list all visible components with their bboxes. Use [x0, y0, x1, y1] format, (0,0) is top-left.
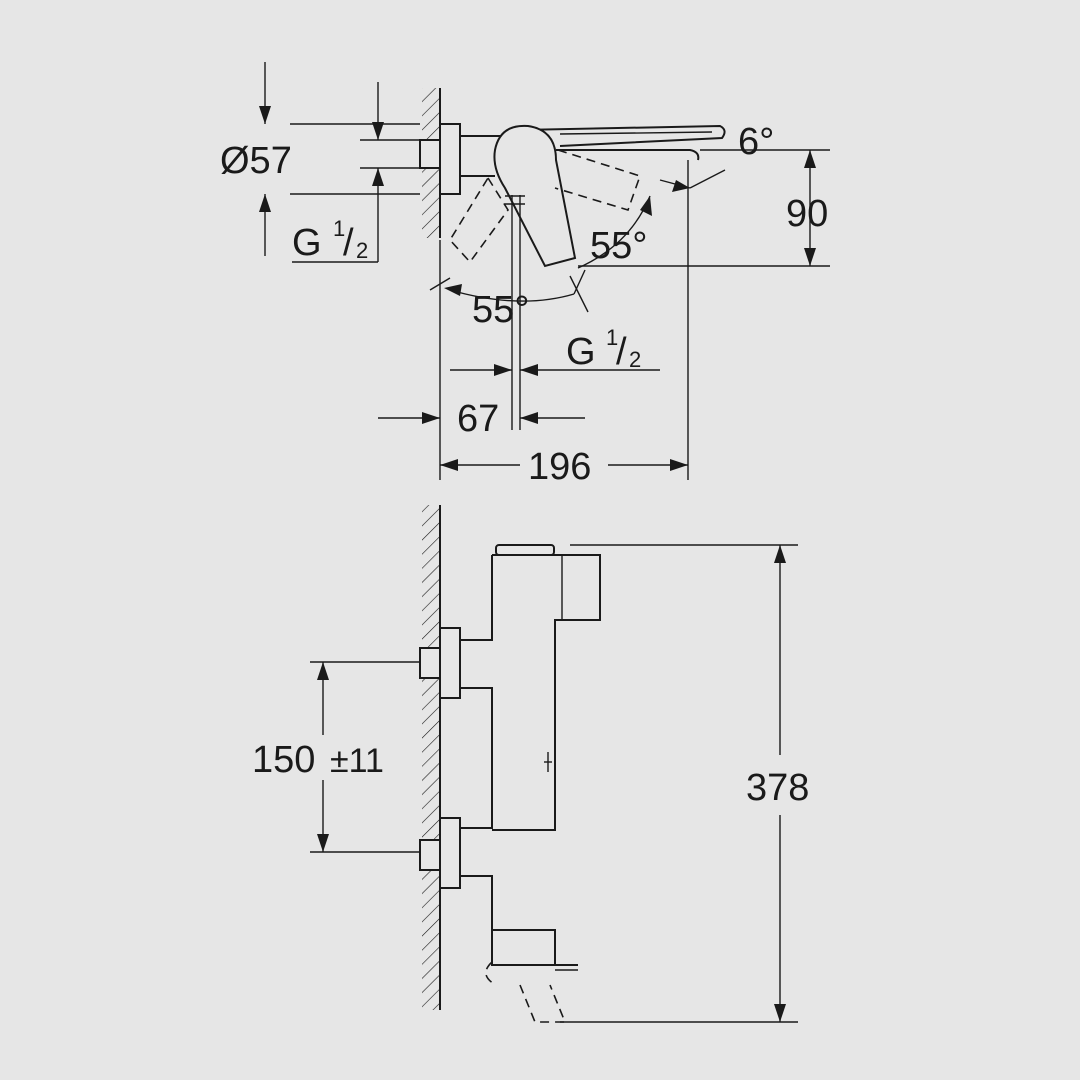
lower-connector — [419, 812, 493, 910]
bottom-spout — [485, 910, 578, 1023]
wall-mount-top — [419, 123, 520, 195]
dimension-depth-196: 196 — [440, 446, 688, 488]
outlet-thread-num: 1 — [606, 325, 618, 350]
lever-angle-a-label: 55° — [590, 225, 647, 267]
dimension-diameter: Ø57 — [220, 62, 292, 256]
height-90-label: 90 — [786, 193, 828, 235]
diameter-label: Ø57 — [220, 140, 292, 182]
dimension-lever-angle-b: 55° — [429, 269, 589, 331]
inlet-thread-num: 1 — [333, 216, 345, 241]
dimension-centers-150: 150 ±11 — [252, 662, 384, 852]
centers-150-label: 150 — [252, 739, 315, 781]
dimension-offset-67: 67 — [378, 398, 585, 440]
inlet-thread-g: G — [292, 222, 322, 264]
height-378-label: 378 — [746, 767, 809, 809]
outlet-thread-g: G — [566, 331, 596, 373]
lever-top — [493, 124, 577, 300]
dimension-height-90: 90 — [786, 150, 828, 266]
extension-lines-side — [310, 544, 798, 1023]
tilt-angle-label: 6° — [738, 121, 774, 163]
inlet-thread-den: 2 — [356, 238, 368, 263]
offset-67-label: 67 — [457, 398, 499, 440]
top-view: Ø57 G 1 / 2 6° 90 — [220, 62, 830, 488]
upper-connector — [419, 620, 493, 700]
side-view: 150 ±11 378 — [252, 505, 809, 1023]
dimension-lever-angle-a: 55° — [577, 195, 652, 269]
lever-alt-positions — [449, 149, 642, 264]
centers-tolerance-label: ±11 — [330, 742, 384, 780]
spout-top — [519, 124, 726, 161]
svg-text:/: / — [343, 222, 354, 264]
dimension-height-378: 378 — [746, 545, 809, 1022]
dimension-outlet-thread: G 1 / 2 — [450, 325, 660, 376]
dimension-tilt-angle: 6° — [659, 121, 774, 192]
wall-side — [422, 505, 441, 1010]
lever-angle-b-label: 55° — [472, 289, 529, 331]
extension-lines-top — [290, 123, 830, 480]
brand-mark-icon — [544, 752, 552, 772]
svg-text:/: / — [616, 331, 627, 373]
mixer-body — [491, 544, 601, 831]
outlet-thread-den: 2 — [629, 347, 641, 372]
depth-196-label: 196 — [528, 446, 591, 488]
dimension-inlet-thread: G 1 / 2 — [292, 82, 384, 264]
